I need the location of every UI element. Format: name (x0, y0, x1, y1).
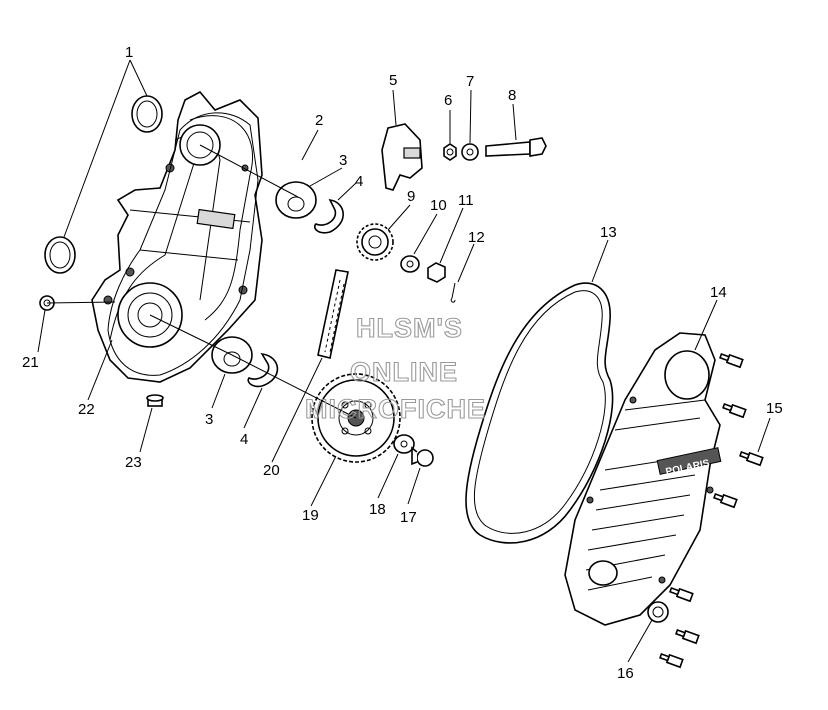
callout-labels: 1 2 3 4 5 6 7 8 9 10 11 12 13 14 15 16 1… (22, 44, 783, 682)
chain-tensioner (381, 123, 423, 191)
watermark-line-2: ONLINE (350, 357, 458, 387)
seal-upper (131, 95, 163, 133)
callout-10: 10 (430, 197, 447, 214)
callout-20: 20 (263, 462, 280, 479)
callout-19: 19 (302, 507, 319, 524)
housing-gasket (107, 112, 259, 376)
drain-plug-23 (146, 394, 164, 407)
callout-16: 16 (617, 665, 634, 682)
callout-3-lower: 3 (205, 411, 213, 428)
callout-2: 2 (315, 112, 323, 129)
leader-lines (37, 59, 771, 663)
snap-ring-upper (314, 199, 344, 234)
callout-15: 15 (766, 400, 783, 417)
callout-9: 9 (407, 188, 415, 205)
cotter-pin-12 (450, 282, 456, 303)
drive-sprocket (356, 223, 394, 261)
nut-11 (427, 262, 446, 283)
callout-21: 21 (22, 354, 39, 371)
chaincase-housing (91, 90, 263, 383)
washer-18 (393, 434, 415, 454)
seal-lower (44, 236, 76, 274)
callout-22: 22 (78, 401, 95, 418)
drive-chain (317, 269, 349, 359)
callout-8: 8 (508, 87, 516, 104)
washer-7 (461, 143, 479, 161)
plug-17 (411, 446, 434, 467)
callout-17: 17 (400, 509, 417, 526)
bolt-8 (485, 137, 547, 157)
callout-23: 23 (125, 454, 142, 471)
watermark-line-3: MICROFICHE (305, 394, 486, 424)
callout-1: 1 (125, 44, 133, 61)
callout-4-lower: 4 (240, 431, 248, 448)
watermark-line-1: HLSM'S (356, 313, 463, 343)
callout-11: 11 (458, 192, 474, 209)
callout-6: 6 (444, 92, 452, 109)
bearing-upper (275, 181, 317, 219)
chaincase-cover (564, 332, 722, 626)
callout-14: 14 (710, 284, 727, 301)
callout-13: 13 (600, 224, 617, 241)
callout-12: 12 (468, 229, 485, 246)
snap-ring-lower (247, 353, 279, 388)
callout-3-upper: 3 (339, 152, 347, 169)
cover-gasket (465, 282, 614, 544)
washer-10 (400, 255, 420, 273)
callout-5: 5 (389, 72, 397, 89)
plug-16 (647, 601, 669, 623)
callout-18: 18 (369, 501, 386, 518)
watermark: HLSM'S ONLINE MICROFICHE (304, 312, 486, 424)
cover-bolts (659, 352, 764, 669)
callout-7: 7 (466, 73, 474, 90)
callout-4-upper: 4 (355, 173, 363, 190)
nut-6 (443, 143, 457, 161)
